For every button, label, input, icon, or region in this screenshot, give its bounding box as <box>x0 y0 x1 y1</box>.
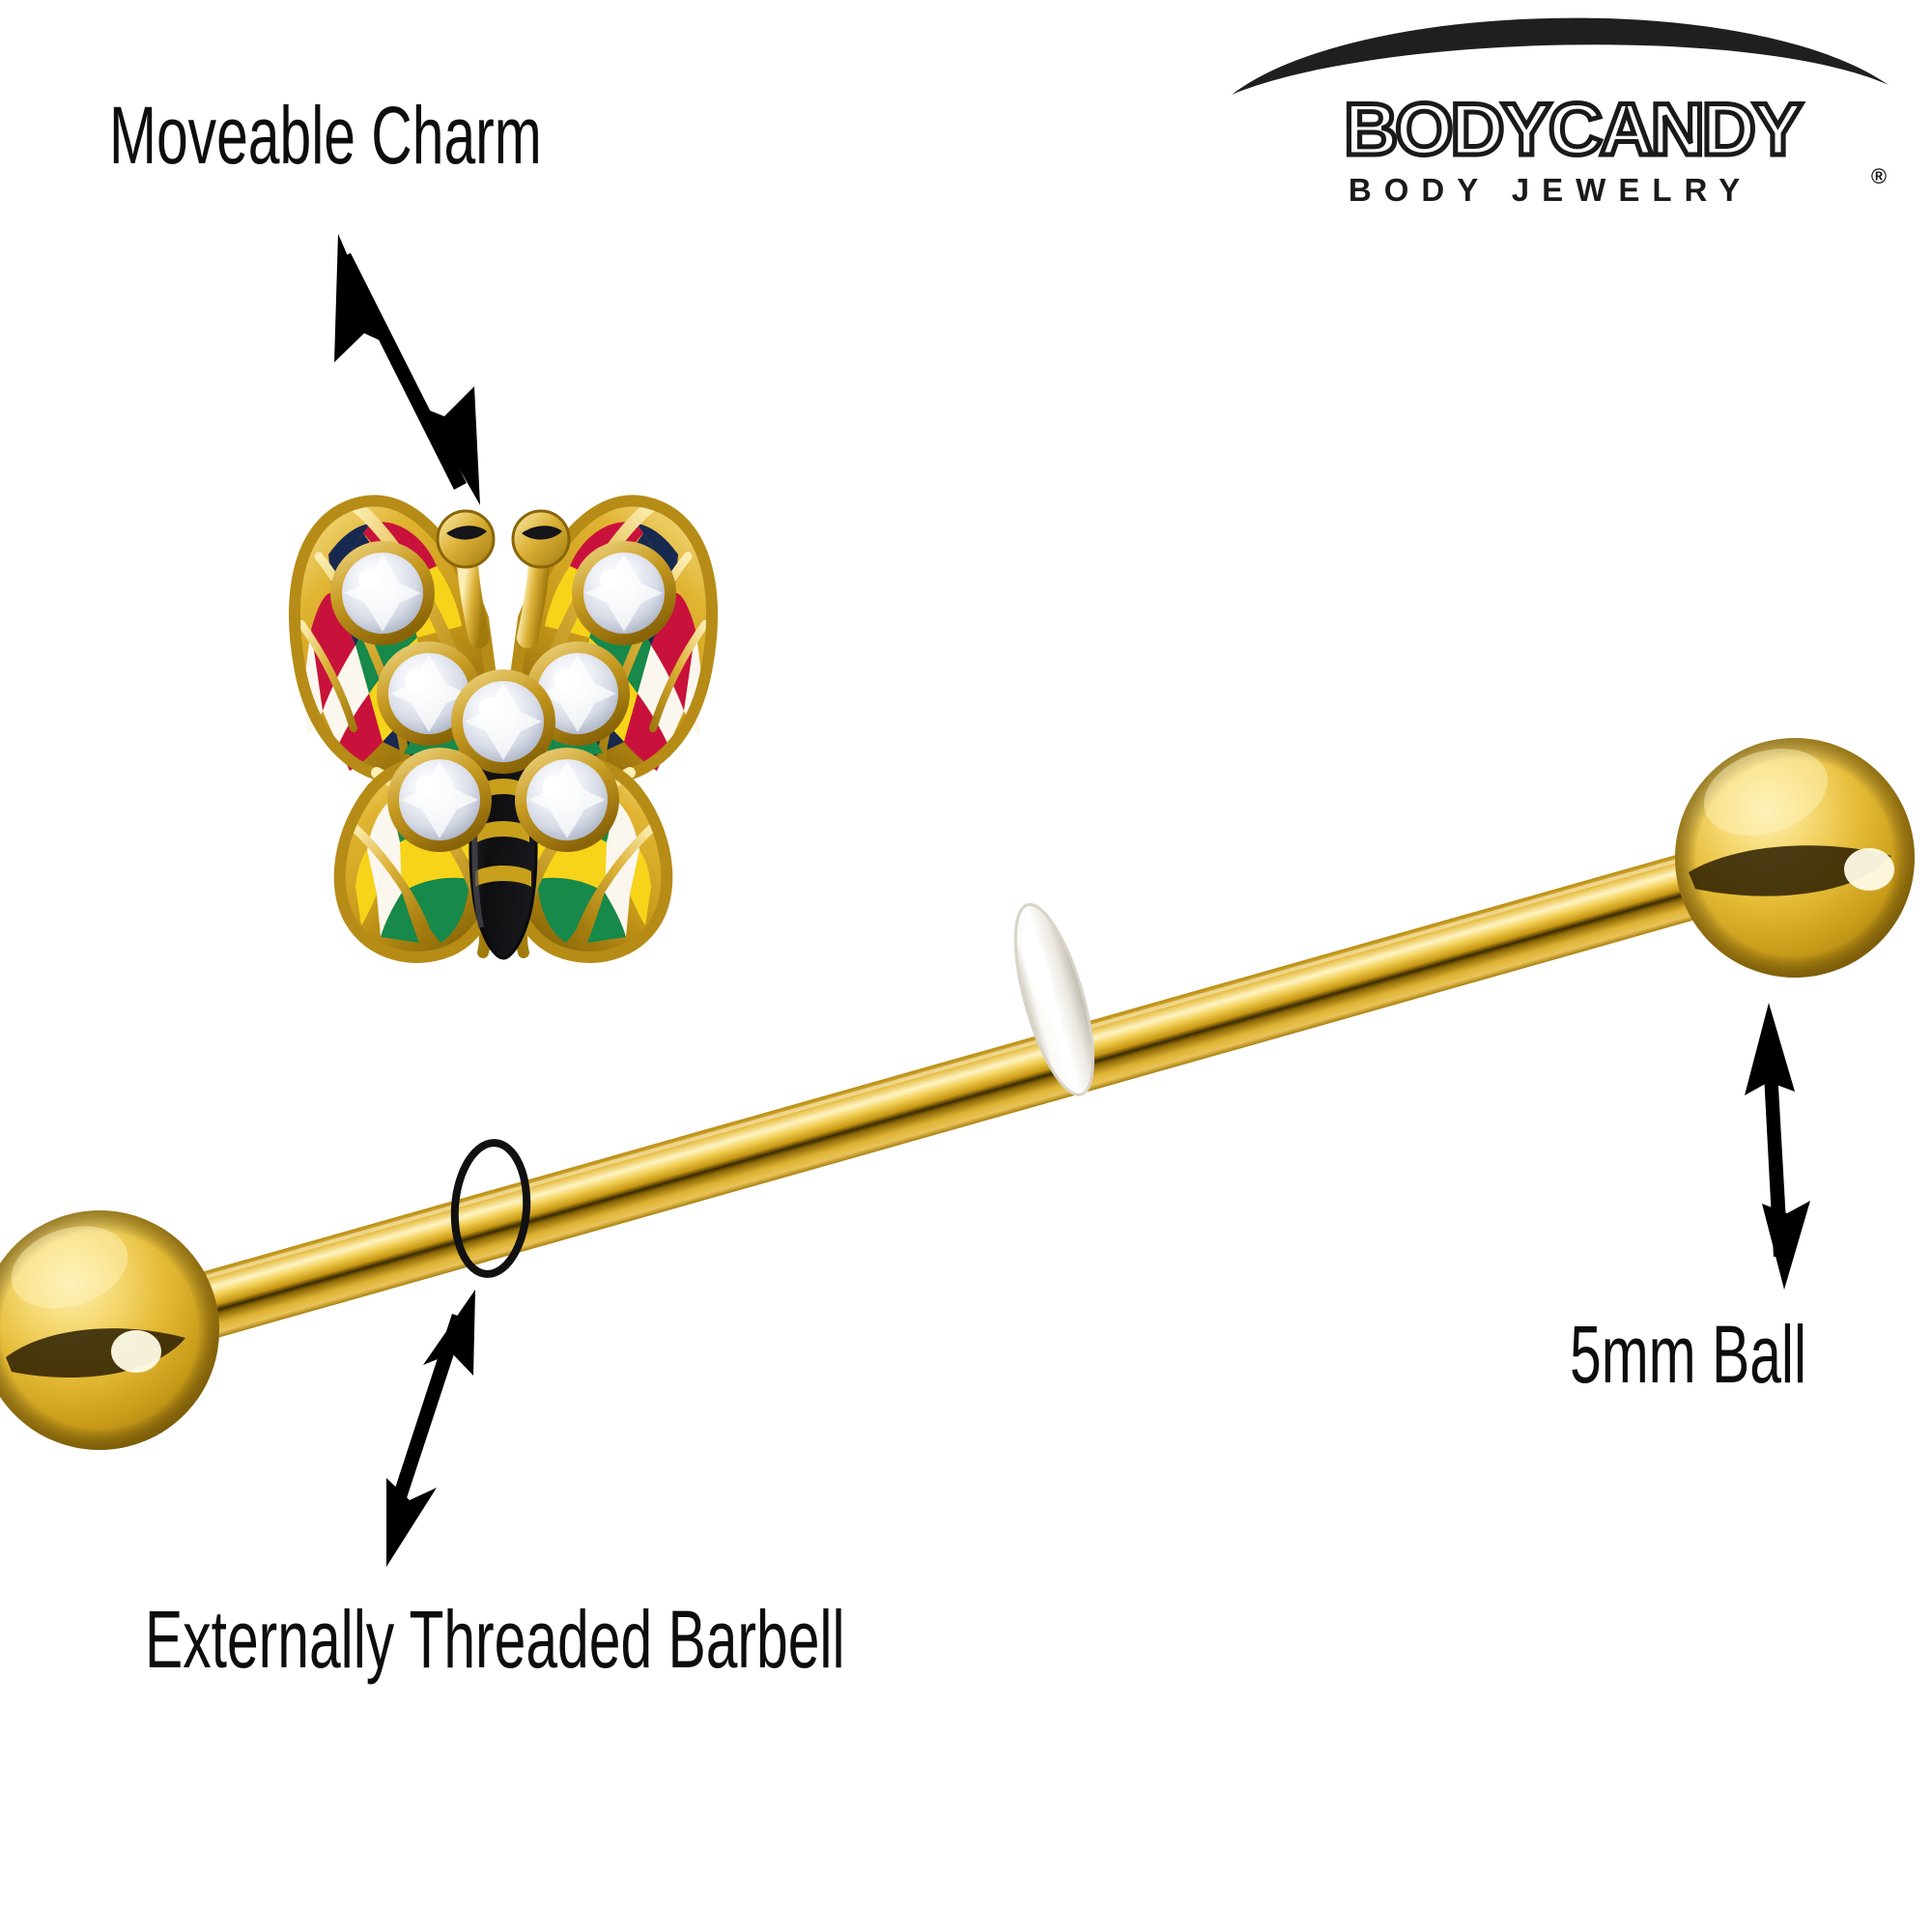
callout-label-moveable-charm: Moveable Charm <box>109 90 542 181</box>
brand-logo: BODYCANDY BODY JEWELRY ® <box>1232 17 1889 208</box>
callout-label-externally-threaded-barbell: Externally Threaded Barbell <box>145 1594 845 1685</box>
brand-tagline: BODY JEWELRY <box>1349 172 1752 208</box>
thread-area-ellipse <box>450 1139 531 1278</box>
crystal-lower-right <box>515 748 619 852</box>
brand-arc-swoosh <box>1232 17 1889 95</box>
crystal-upper-left <box>330 541 435 645</box>
brand-registered-mark: ® <box>1871 164 1887 188</box>
crystal-lower-left <box>387 748 492 852</box>
callout-arrow-5mm-ball <box>1745 1003 1810 1290</box>
barbell-right-ball <box>1675 738 1915 978</box>
crystal-center <box>451 669 555 774</box>
crystal-upper-right <box>572 541 676 645</box>
butterfly-charm <box>289 495 718 963</box>
brand-wordmark: BODYCANDY <box>1344 90 1802 171</box>
callout-arrow-externally-threaded <box>386 1290 475 1567</box>
barbell-shaft <box>116 828 1792 1361</box>
industrial-barbell <box>0 738 1915 1450</box>
callout-label-5mm-ball: 5mm Ball <box>1570 1309 1807 1400</box>
callout-arrow-moveable-charm <box>334 234 480 505</box>
retaining-oring <box>1013 902 1094 1096</box>
charm-antennae <box>436 509 571 648</box>
charm-crystals <box>330 541 676 852</box>
barbell-left-ball <box>0 1210 219 1450</box>
